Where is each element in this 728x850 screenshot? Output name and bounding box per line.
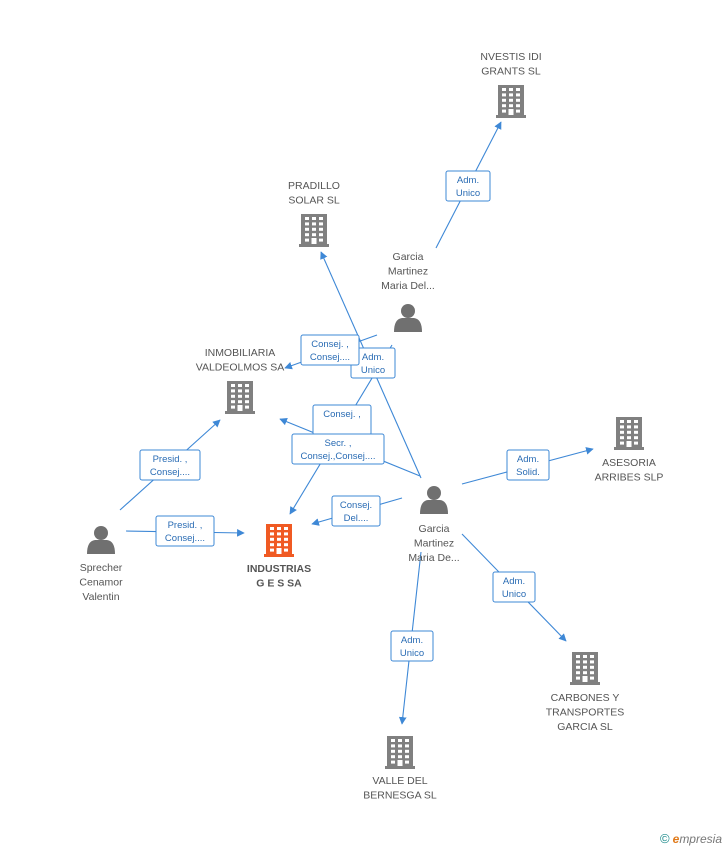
person-icon — [87, 526, 115, 554]
node-pradillo[interactable]: PRADILLO SOLAR SL — [288, 180, 340, 247]
nodes-layer: NVESTIS IDI GRANTS SL PRADILLO SOLAR SL Garc… — [79, 51, 663, 802]
node-inmobiliaria[interactable]: INMOBILIARIA VALDEOLMOS SA — [196, 347, 285, 414]
building-icon — [570, 652, 600, 685]
brand-name: mpresia — [679, 832, 722, 846]
node-investis[interactable]: NVESTIS IDI GRANTS SL — [480, 51, 542, 118]
edge-label-line: Presid. , — [168, 520, 203, 531]
building-icon — [225, 381, 255, 414]
person-icon — [420, 486, 448, 514]
edge-label-line: Consej. , — [323, 409, 361, 420]
edge-label-line: Consej. — [340, 500, 372, 511]
edge-label-line: Secr. , — [325, 438, 352, 449]
node-label: PRADILLO — [288, 180, 340, 192]
brand-logo: ©empresia — [660, 831, 722, 846]
edge-label-garcia1-gessa[interactable]: Secr. , Consej.,Consej.... — [291, 433, 385, 465]
edge-label-garcia1-investis[interactable]: Adm. Unico — [445, 170, 491, 202]
edge-label-line: Adm. — [457, 175, 479, 186]
node-label: VALDEOLMOS SA — [196, 362, 285, 374]
node-carbones[interactable]: CARBONES Y TRANSPORTES GARCIA SL — [546, 652, 625, 733]
edge-label-garcia2-carbones[interactable]: Adm. Unico — [492, 571, 536, 603]
edge-label-line: Consej.... — [150, 467, 190, 478]
edge-label-line: Consej.... — [310, 352, 350, 363]
edge-label-line: Consej.,Consej.... — [301, 451, 376, 462]
edge-label-line: Consej.... — [165, 533, 205, 544]
edge-label-line: Del.... — [344, 513, 369, 524]
edge-label-line: Presid. , — [153, 454, 188, 465]
edge-label-line: Unico — [400, 648, 424, 659]
node-label: Cenamor — [79, 577, 123, 589]
node-label: CARBONES Y — [551, 692, 620, 704]
edge-label-sprecher-gessa[interactable]: Presid. , Consej.... — [155, 515, 215, 547]
building-icon — [264, 524, 294, 557]
node-label: Maria Del... — [381, 280, 435, 292]
node-label: GRANTS SL — [481, 66, 541, 78]
edge-label-line: Adm. — [503, 576, 525, 587]
edge-label-garcia2-gessa[interactable]: Consej. Del.... — [331, 495, 381, 527]
edge-label-line: Unico — [361, 365, 385, 376]
node-label: ARRIBES SLP — [595, 472, 664, 484]
node-label: INMOBILIARIA — [205, 347, 276, 359]
edge-label-garcia2-asesoria[interactable]: Adm. Solid. — [506, 449, 550, 481]
edge-label-garcia2-pradillo[interactable]: Adm. Unico — [350, 347, 396, 379]
building-icon — [385, 736, 415, 769]
node-label: Garcia — [419, 523, 450, 535]
edge-label-line: Unico — [502, 589, 526, 600]
node-label: Valentin — [82, 591, 119, 603]
person-icon — [394, 304, 422, 332]
node-label: SOLAR SL — [288, 195, 340, 207]
edge-label-garcia2-inmobiliaria[interactable]: Consej. , — [312, 404, 372, 436]
node-label: Sprecher — [80, 562, 123, 574]
building-icon — [496, 85, 526, 118]
edge-label-line: Adm. — [362, 352, 384, 363]
edge-label-garcia1-inmobiliaria[interactable]: Consej. , Consej.... — [300, 334, 360, 366]
edge-label-line: Adm. — [401, 635, 423, 646]
node-gessa[interactable]: INDUSTRIAS G E S SA — [247, 524, 311, 590]
edge-label-line: Consej. , — [311, 339, 349, 350]
node-label: BERNESGA SL — [363, 790, 437, 802]
node-label: Martinez — [388, 266, 428, 278]
edge-label-line: Adm. — [517, 454, 539, 465]
node-label: Martinez — [414, 538, 454, 550]
node-label: TRANSPORTES — [546, 707, 625, 719]
node-label: GARCIA SL — [557, 721, 613, 733]
node-label: VALLE DEL — [372, 775, 427, 787]
node-label: Garcia — [393, 251, 424, 263]
node-label: ASESORIA — [602, 457, 656, 469]
brand-initial: e — [672, 832, 680, 846]
edge-label-line: Unico — [456, 188, 480, 199]
building-icon — [614, 417, 644, 450]
edge-label-garcia2-valle[interactable]: Adm. Unico — [390, 630, 434, 662]
node-label: G E S SA — [256, 578, 302, 590]
edge-label-line: Solid. — [516, 467, 540, 478]
copyright-icon: © — [660, 831, 670, 846]
node-label: NVESTIS IDI — [480, 51, 541, 63]
node-label: INDUSTRIAS — [247, 563, 311, 575]
building-icon — [299, 214, 329, 247]
node-label: Maria De... — [408, 552, 459, 564]
edge-label-sprecher-inmobiliaria[interactable]: Presid. , Consej.... — [139, 449, 201, 481]
node-asesoria[interactable]: ASESORIA ARRIBES SLP — [595, 417, 664, 484]
node-valle[interactable]: VALLE DEL BERNESGA SL — [363, 736, 437, 802]
